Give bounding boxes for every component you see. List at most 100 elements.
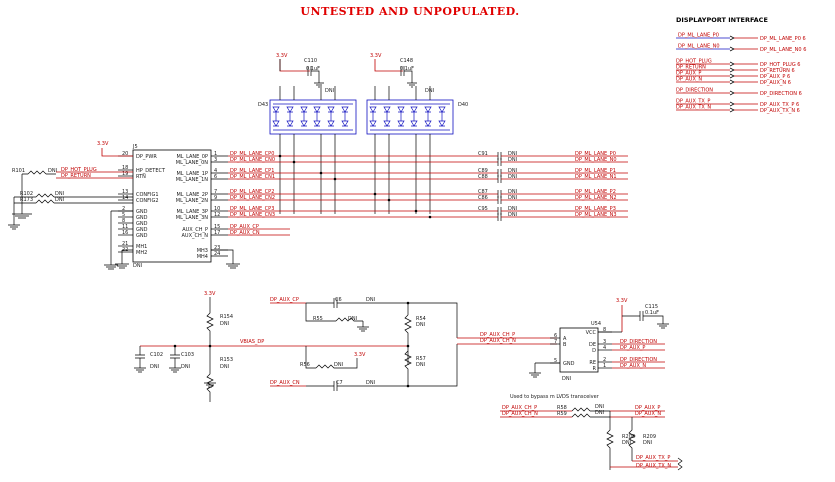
- net-return-left: DP_RETURN: [61, 173, 91, 179]
- j5-right-pin-name: ML_LANE_2P: [176, 192, 208, 198]
- junction-dot: [428, 215, 432, 219]
- r56-power: 3.3V: [354, 352, 366, 358]
- offpage-arrow: [729, 90, 735, 96]
- j5-left-pin-num: 18: [122, 165, 128, 171]
- c103-dni: DNI: [181, 364, 190, 370]
- j5-left-pin-num: 14: [122, 195, 128, 201]
- offpage-right-label: DP_AUX_P 6: [760, 74, 790, 80]
- lane-cap-ref: C91: [478, 151, 488, 157]
- j5-net-label: DP_ML_LANE_CP3: [230, 206, 274, 212]
- u54-right-pin-num: 1: [603, 363, 606, 369]
- j5-left-pin-name: GND: [136, 233, 148, 239]
- r56-ref: R56: [300, 362, 310, 368]
- r153-dni: DNI: [220, 364, 229, 370]
- offpage-left-label: DP_AUX_P: [676, 71, 701, 77]
- j5-net-label: DP_ML_LANE_CP2: [230, 189, 274, 195]
- j5-left-pin-name: MH2: [136, 250, 147, 256]
- c110-ref: C110: [304, 58, 317, 64]
- j5-left-pin-num: 16: [122, 230, 128, 236]
- net-hot-plug-left: DP_HOT_PLUG: [61, 167, 97, 173]
- j5-left-pin-name: DP_PWR: [136, 154, 157, 160]
- r102-ref: R102: [20, 191, 33, 197]
- j5-power-label: 3.3V: [97, 141, 109, 147]
- u54-left-pin-num: 7: [554, 339, 557, 345]
- lane-out-label: DP_ML_LANE_P1: [575, 168, 616, 174]
- left-resistors: R101 DNI DP_HOT_PLUG DP_RETURN R102 DNI …: [8, 167, 133, 230]
- offpage-arrow: [729, 79, 735, 85]
- j5-right-pin-name: ML_LANE_2N: [176, 198, 209, 204]
- c102-ref: C102: [150, 352, 163, 358]
- junction-dot: [292, 160, 296, 164]
- j5-left-pin-name: GND: [136, 209, 148, 215]
- j5-right-pin-name: MH4: [197, 254, 208, 260]
- u54-right-pin-num: 8: [603, 327, 606, 333]
- offpage-left-label: DP_DIRECTION: [676, 88, 713, 94]
- r58-dni: DNI: [595, 404, 604, 410]
- j5-right-pin-num: 24: [214, 251, 220, 257]
- d40-dni: DNI: [425, 88, 434, 94]
- r59-dni: DNI: [595, 410, 604, 416]
- lane-out-label: DP_ML_LANE_P3: [575, 206, 616, 212]
- bypass-right-p: DP_AUX_P: [635, 405, 660, 411]
- r56-dni: DNI: [334, 362, 343, 368]
- j5-right-pin-num: 7: [214, 189, 217, 195]
- u54-dni: DNI: [562, 376, 571, 382]
- offpage-right-label: DP_HOT_PLUG 6: [760, 62, 800, 68]
- page-title: UNTESTED AND UNPOPULATED.: [300, 5, 519, 18]
- bypass-left-p: DP_AUX_CH_P: [502, 405, 537, 411]
- junction-dot: [333, 177, 337, 181]
- r209-dni: DNI: [643, 440, 652, 446]
- lane-out-label: DP_ML_LANE_N1: [575, 174, 617, 180]
- offpage-arrow: [729, 107, 735, 113]
- r153-ref: R153: [220, 357, 233, 363]
- lane-out-label: DP_ML_LANE_N3: [575, 212, 617, 218]
- r59-ref: R59: [557, 411, 567, 417]
- j5-left-pin-name: GND: [136, 215, 148, 221]
- offpage-left-label: DP_AUX_TX_N: [676, 105, 711, 111]
- j5-right-pin-name: AUX_CH_N: [182, 233, 209, 239]
- lane-out-label: DP_ML_LANE_P2: [575, 189, 616, 195]
- j5-left-pin-name: MH1: [136, 244, 147, 250]
- j5-ref: J5: [132, 144, 138, 150]
- r173-ref: R173: [20, 197, 33, 203]
- j5-right-pin-name: ML_LANE_1P: [176, 171, 208, 177]
- j5-net-label: DP_ML_LANE_CN2: [230, 195, 275, 201]
- j5-left-pin-num: 11: [122, 224, 128, 230]
- net-vbias: VBIAS_DP: [240, 339, 264, 345]
- j5-right-pin-name: ML_LANE_1N: [176, 177, 209, 183]
- c148-ref: C148: [400, 58, 413, 64]
- offpage-arrow: [729, 61, 735, 67]
- offpage-arrow: [729, 35, 735, 41]
- lane-cap-dni: DNI: [508, 212, 517, 218]
- j5-left-pin-name: CONFIG1: [136, 192, 159, 198]
- j5-body: [132, 149, 212, 263]
- lane-cap-dni: DNI: [508, 174, 517, 180]
- net-aux-ch-p: DP_AUX_CH_P: [480, 332, 515, 338]
- bypass-right-n: DP_AUX_N: [635, 411, 661, 417]
- lane-cap-dni: DNI: [508, 157, 517, 163]
- offpage-right-label: DP_ML_LANE_N0 6: [760, 47, 806, 53]
- r101-dni: DNI: [48, 168, 57, 174]
- offpage-left-label: DP_ML_LANE_N0: [678, 44, 720, 50]
- lane-cap-ref: C88: [478, 174, 488, 180]
- c102-dni: DNI: [150, 364, 159, 370]
- u54-right-pin-num: 2: [603, 357, 606, 363]
- u54-ref: U54: [591, 321, 601, 327]
- bypass-network: DP_AUX_CH_P DP_AUX_CH_N R58 R59 DNI DNI …: [500, 404, 683, 471]
- j5-right-pin-name: ML_LANE_3P: [176, 209, 208, 215]
- offpage-right-label: DP_RETURN 6: [760, 68, 795, 74]
- c6-dni: DNI: [366, 297, 375, 303]
- r208-ref: R208: [622, 434, 635, 440]
- j5-left-pin-name: GND: [136, 227, 148, 233]
- u54-right-pin-name: DE: [589, 342, 596, 348]
- u54-left-pin-num: 6: [554, 333, 557, 339]
- d43-package: [269, 99, 357, 135]
- j5-net-label: DP_AUX_CP: [230, 224, 259, 230]
- j5-net-label: DP_ML_LANE_CN3: [230, 212, 275, 218]
- net-aux-cp-lower: DP_AUX_CP: [270, 297, 299, 303]
- r154-ref: R154: [220, 314, 233, 320]
- r102-dni: DNI: [55, 191, 64, 197]
- esd-section: 3.3V C110 0.1uF D43 DNI 3.3V C148 0.1uF …: [258, 53, 468, 214]
- j5-right-pin-num: 23: [214, 245, 220, 251]
